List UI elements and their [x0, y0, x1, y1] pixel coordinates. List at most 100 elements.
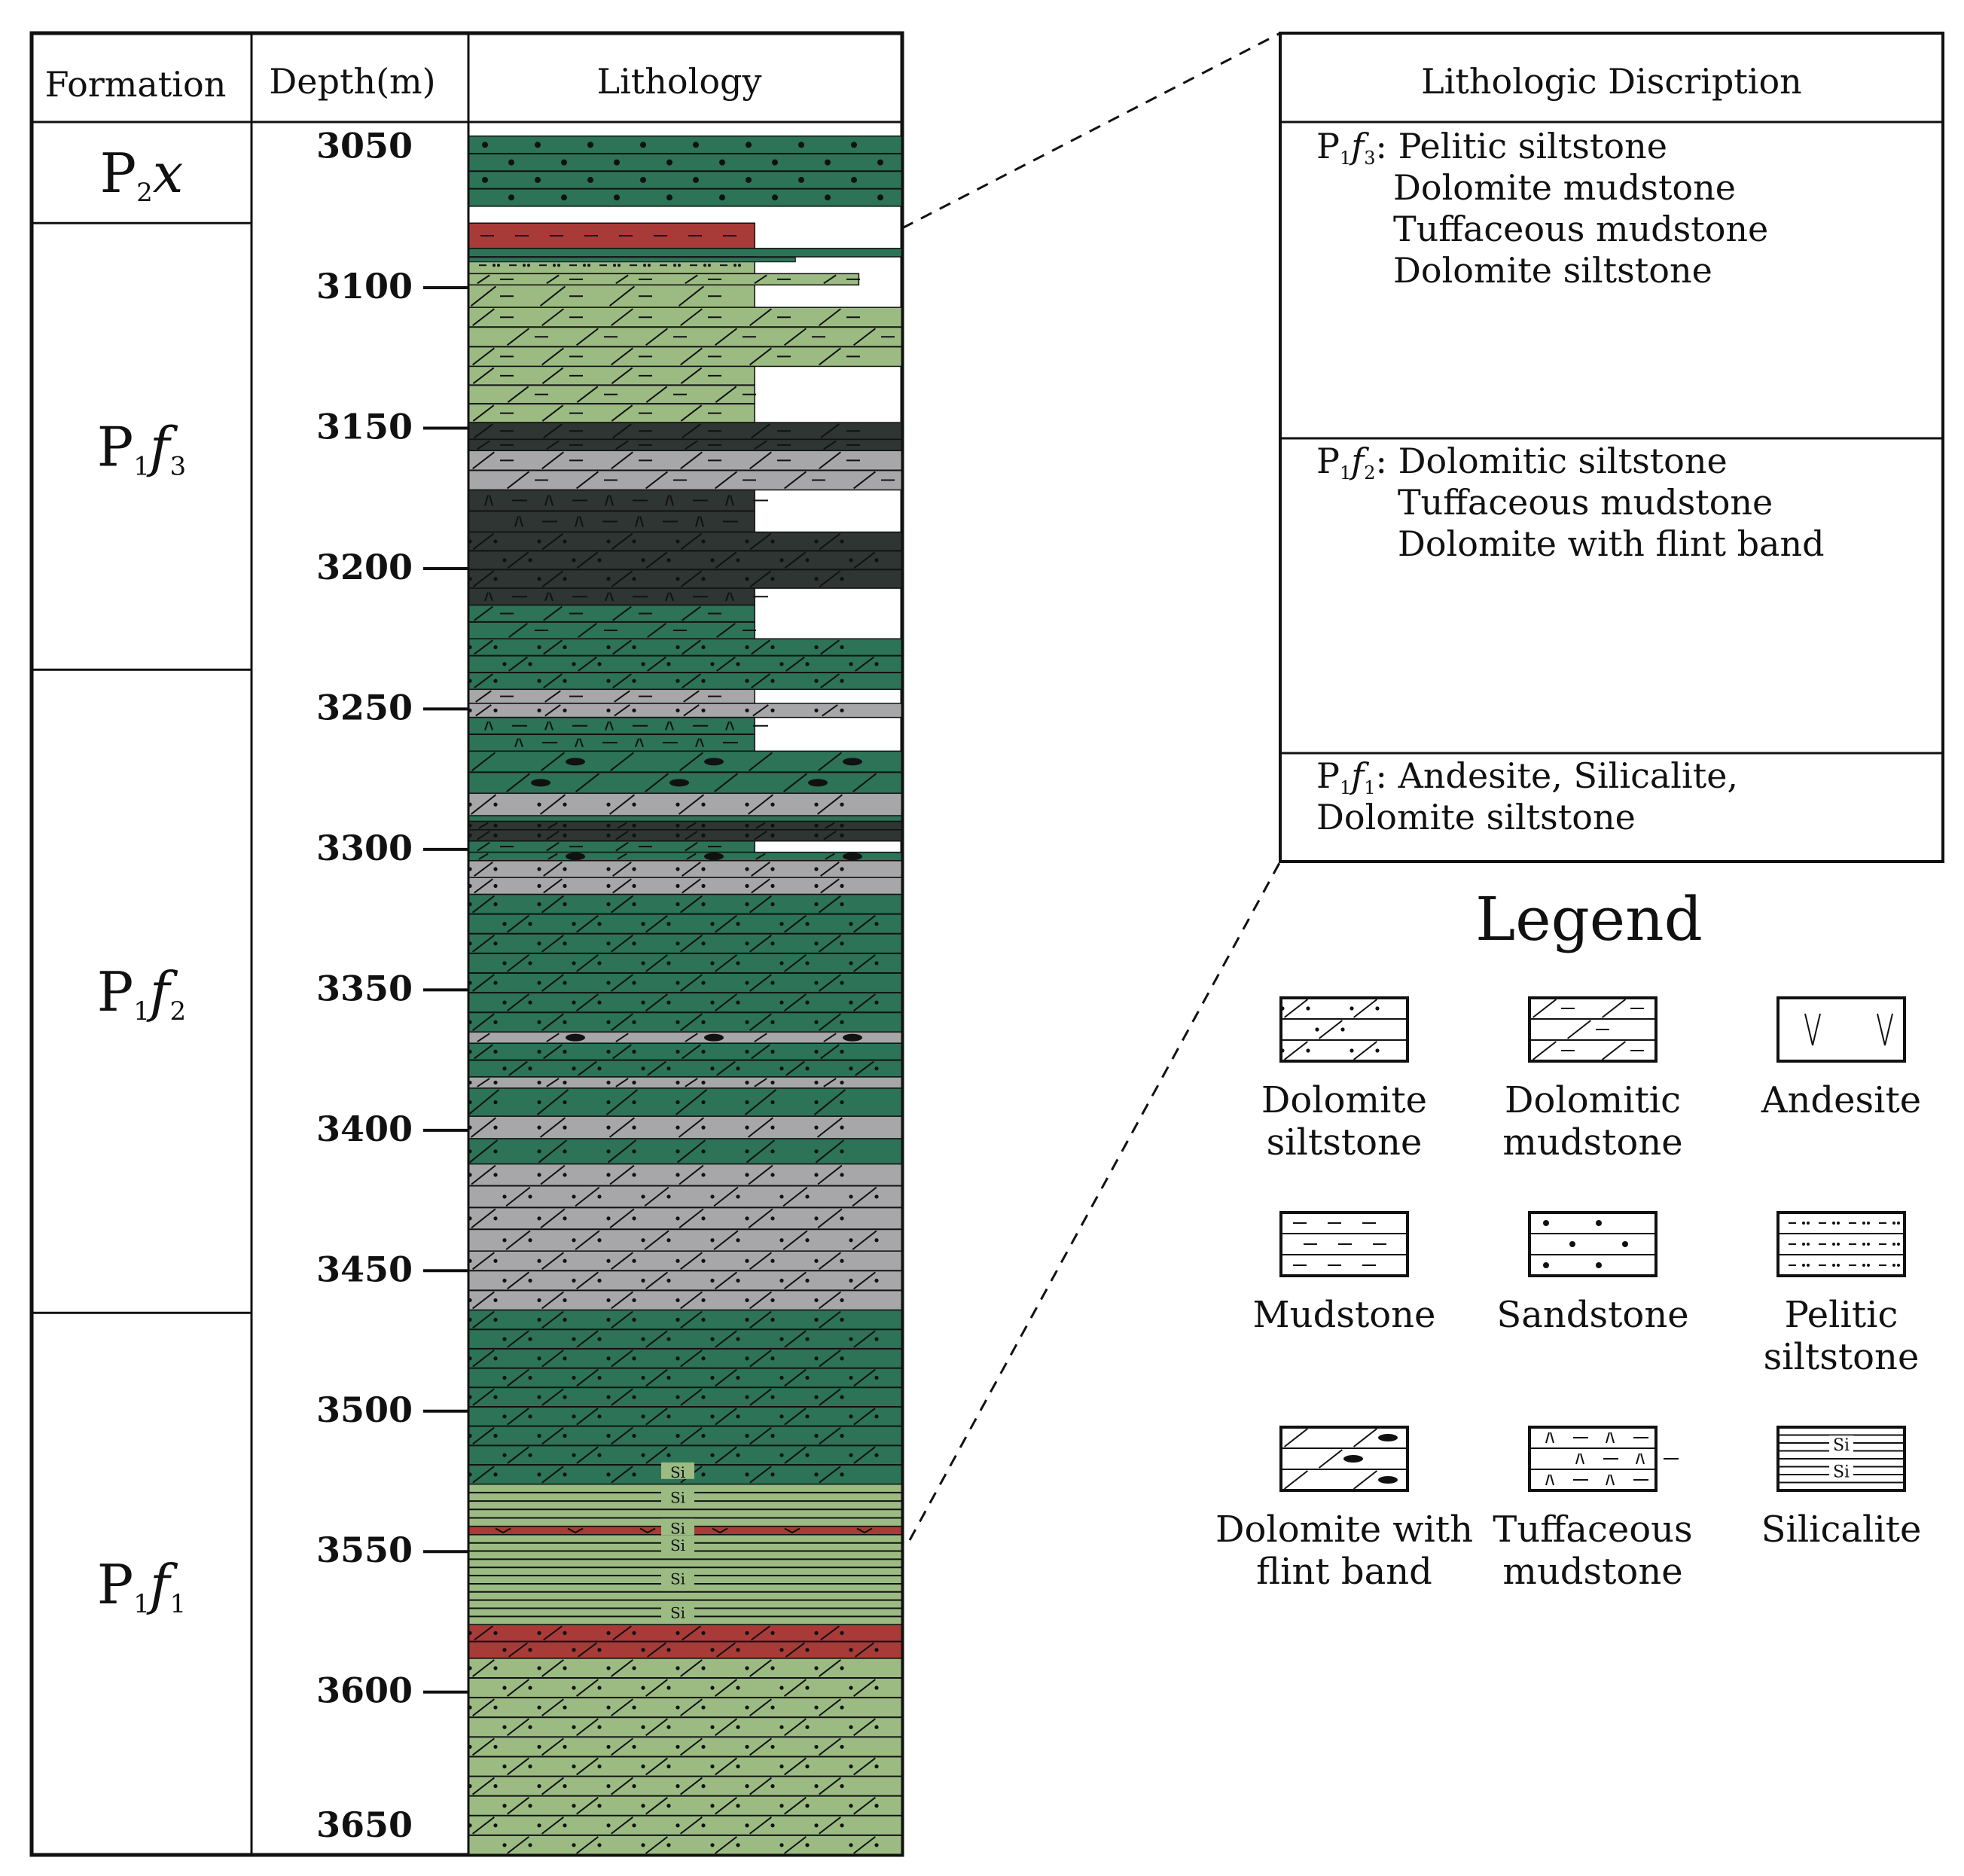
- description-line: Tuffaceous mudstone: [1398, 482, 1773, 523]
- lithology-stroke: [751, 1044, 770, 1060]
- lithology-dot: [606, 1823, 611, 1828]
- lithology-stroke: [749, 1698, 772, 1717]
- lithology-stroke: [611, 1350, 633, 1368]
- lithology-stroke: [682, 1625, 701, 1641]
- lithology-dot: [676, 1100, 680, 1105]
- lithology-dot: [745, 1080, 749, 1085]
- lithology-dot: [745, 1216, 749, 1221]
- lithology-stroke: [748, 1164, 773, 1185]
- lithology-dot: [641, 961, 645, 965]
- lithology-dot: [493, 1823, 498, 1828]
- lithology-dot: [745, 1258, 749, 1263]
- lithology-dot: [710, 1804, 715, 1808]
- lithology-dot: [606, 1472, 611, 1477]
- lithology-stroke: [611, 347, 633, 366]
- lithology-stroke: [544, 690, 561, 703]
- lithology-dot: [606, 902, 611, 907]
- lithology-stroke: [746, 1139, 776, 1164]
- lithology-stroke: [477, 1078, 490, 1087]
- lithology-dot: [814, 1433, 819, 1438]
- lithology-dot: [597, 1725, 602, 1729]
- lithology-layer: [468, 703, 903, 718]
- lithology-dot: [563, 1149, 567, 1154]
- lithology-dot: [597, 1648, 602, 1652]
- lithology-dot: [736, 662, 740, 667]
- lithology-dot: [745, 802, 749, 807]
- lithology-stroke: [541, 934, 564, 953]
- lithology-dot: [676, 867, 680, 871]
- lithology-dot: [814, 1020, 819, 1024]
- lithology-stroke: [544, 704, 561, 717]
- lithology-stroke: [749, 1252, 772, 1270]
- lithology-stroke: [680, 308, 703, 327]
- lithology-stroke: [576, 1330, 599, 1348]
- lithology-stroke: [819, 1350, 841, 1368]
- lithology-stroke: [546, 440, 560, 450]
- lithology-dot: [745, 902, 749, 907]
- lithology-stroke: [645, 773, 669, 793]
- lithology-dot: [528, 1648, 532, 1652]
- lithology-andesite-glyph: [712, 1527, 728, 1534]
- lithology-dot: [736, 1414, 740, 1419]
- lithology-dot: [849, 961, 853, 965]
- legend-swatch-dot: [1867, 1222, 1870, 1225]
- lithology-stroke: [749, 1466, 772, 1484]
- lithology-dot: [606, 1216, 611, 1221]
- lithology-dot: [770, 1744, 775, 1749]
- lithology-stroke: [611, 1816, 633, 1835]
- lithology-stroke: [468, 1139, 499, 1164]
- lithology-dot: [770, 941, 775, 946]
- lithology-dot: [676, 1433, 680, 1438]
- lithology-dot: [736, 961, 740, 965]
- lithology-dot: [563, 577, 567, 581]
- lithology-dot: [537, 1125, 541, 1130]
- lithology-stroke: [819, 570, 841, 587]
- lithology-dot: [676, 1356, 680, 1361]
- lithology-layer-fill: [468, 248, 903, 258]
- lithology-dot: [825, 159, 831, 166]
- legend-item-label: Andesite: [1761, 1079, 1921, 1121]
- lithology-stroke: [853, 551, 876, 569]
- lithology-stroke: [680, 1388, 703, 1406]
- lithology-dot: [493, 941, 498, 946]
- lithology-dot: [770, 1666, 775, 1670]
- lithology-stroke: [751, 423, 770, 439]
- lithology-stroke: [755, 853, 766, 860]
- lithology-dot: [701, 1173, 706, 1177]
- legend-items: DolomitesiltstoneDolomiticmudstoneAndesi…: [1215, 996, 1921, 1593]
- lithology-dot: [676, 833, 680, 837]
- lithology-stroke: [784, 1757, 807, 1776]
- lithology-layer: [468, 815, 903, 822]
- lithology-stroke: [541, 532, 564, 551]
- lithology-dot: [537, 539, 541, 544]
- lithology-dot: [493, 264, 496, 267]
- lithology-stroke: [615, 440, 629, 450]
- lithology-stroke: [540, 1164, 566, 1185]
- lithology-dot: [770, 1823, 775, 1828]
- lithology-dot: [745, 981, 749, 985]
- lithology-dot: [710, 1375, 715, 1380]
- lithology-dot: [535, 176, 541, 183]
- lithology-stroke: [541, 1350, 564, 1368]
- lithology-stroke: [544, 592, 549, 602]
- lithology-dot: [502, 1000, 507, 1005]
- lithology-dot: [563, 1433, 567, 1438]
- lithology-stroke: [576, 1679, 599, 1697]
- lithology-dot: [840, 1784, 844, 1789]
- lithology-layer: [468, 792, 903, 816]
- legend-swatch-stroke: [1606, 1474, 1610, 1486]
- legend-swatch-dot: [1832, 1243, 1835, 1246]
- lithology-dot: [676, 645, 680, 649]
- lithology-dot: [508, 159, 514, 166]
- lithology-dot: [770, 1125, 775, 1130]
- lithology-dot: [814, 941, 819, 946]
- lithology-layer-fill: [468, 1250, 903, 1311]
- lithology-dot: [701, 1705, 706, 1710]
- legend-swatch-stroke: [1353, 1041, 1378, 1060]
- lithology-stroke: [474, 862, 493, 877]
- lithology-andesite-glyph: [567, 1527, 584, 1534]
- lithology-dot: [606, 1125, 611, 1130]
- lithology-stroke: [543, 423, 563, 439]
